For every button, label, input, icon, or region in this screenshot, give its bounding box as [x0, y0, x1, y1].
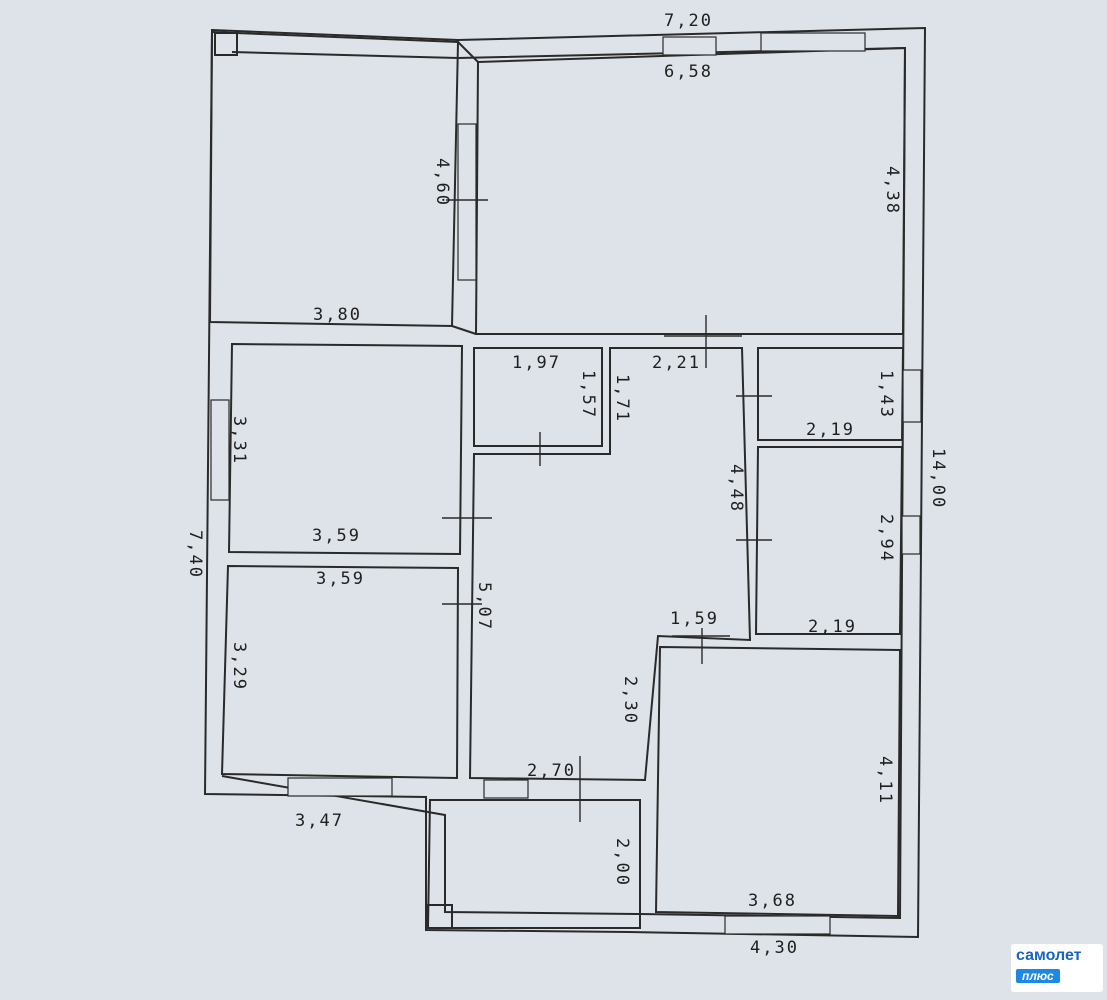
outer-wall: [203, 26, 927, 939]
dim-big-room-height: 4,38: [882, 166, 902, 215]
dim-total-left: 7,40: [185, 530, 205, 579]
dim-passage-height: 2,30: [620, 676, 640, 725]
window-top-left-vertical: [457, 123, 477, 281]
dim-right-mid-room-width: 2,19: [808, 617, 857, 637]
dim-corridor-height: 4,48: [726, 464, 746, 513]
dim-bottom-left-outer: 3,47: [295, 811, 344, 831]
wall-top-divider: [451, 41, 479, 335]
room-living: [474, 46, 907, 335]
room-small: [473, 347, 603, 447]
dim-left-mid-room-height: 3,31: [229, 416, 249, 465]
room-right-middle: [754, 446, 904, 635]
room-left-bottom: [220, 564, 460, 780]
window-right-small: [902, 369, 922, 423]
logo-brand: самолет: [1016, 947, 1082, 964]
samolet-plus-logo: самолет плюс: [1011, 944, 1103, 992]
dim-corridor-length: 5,07: [474, 582, 494, 631]
dim-top-left-room-width: 3,80: [313, 305, 362, 325]
column-bottom-left: [427, 904, 453, 929]
window-entrance: [483, 779, 529, 799]
window-bottom-right: [724, 915, 831, 935]
dim-bottom-right-room-width: 3,68: [748, 891, 797, 911]
dim-entrance-height: 2,00: [612, 838, 632, 887]
dim-entrance-width: 2,70: [527, 761, 576, 781]
door-marks: [442, 199, 772, 822]
dim-left-mid-room-width: 3,59: [312, 526, 361, 546]
dim-bottom-right-outer: 4,30: [750, 938, 799, 958]
dim-right-small-room-height: 1,43: [876, 370, 896, 419]
dim-left-bottom-room-height: 3,29: [229, 642, 249, 691]
dim-bottom-right-room-height: 4,11: [875, 756, 895, 805]
window-left-middle: [210, 399, 230, 501]
window-top-1: [662, 36, 717, 56]
dim-corridor-height-top: 1,71: [612, 374, 632, 423]
dim-right-small-room-width: 2,19: [806, 420, 855, 440]
dim-top-left-room-height: 4,60: [432, 158, 452, 207]
room-top-left: [208, 30, 460, 328]
dim-passage-width: 1,59: [670, 609, 719, 629]
dim-right-mid-room-height: 2,94: [876, 514, 896, 563]
room-corridor: [468, 347, 752, 782]
dim-total-top: 7,20: [664, 11, 713, 31]
window-right-middle: [901, 515, 921, 555]
dim-big-room-width: 6,58: [664, 62, 713, 82]
room-right-small: [757, 347, 905, 441]
window-top-2: [760, 32, 866, 52]
window-bottom-left: [287, 777, 393, 797]
dim-total-right: 14,00: [928, 448, 948, 509]
dim-left-bottom-room-width: 3,59: [316, 569, 365, 589]
logo-sub: плюс: [1016, 969, 1060, 983]
room-left-middle: [227, 342, 464, 556]
room-entrance: [426, 799, 641, 929]
column-top-left: [214, 32, 238, 56]
room-bottom-right: [654, 645, 902, 918]
dim-small-room-height: 1,57: [578, 370, 598, 419]
dim-corridor-top-width: 2,21: [652, 353, 701, 373]
dim-small-room-width: 1,97: [512, 353, 561, 373]
